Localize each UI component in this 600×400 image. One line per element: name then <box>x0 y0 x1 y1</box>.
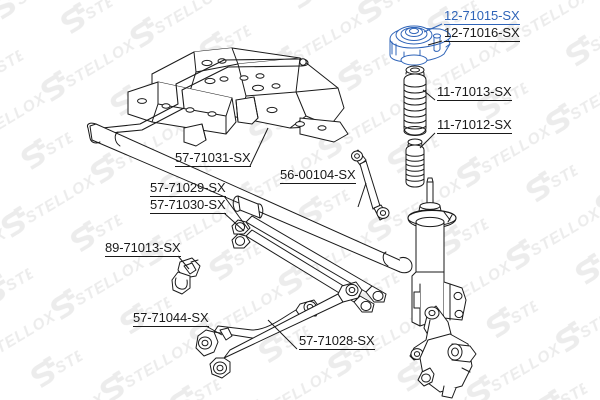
part-number-11-71013-sx[interactable]: 11-71013-SX <box>437 84 512 101</box>
part-number-57-71030-sx[interactable]: 57-71030-SX <box>150 197 226 214</box>
part-number-56-00104-sx[interactable]: 56-00104-SX <box>280 167 356 184</box>
part-number-57-71029-sx[interactable]: 57-71029-SX <box>150 180 226 197</box>
part-number-11-71012-sx[interactable]: 11-71012-SX <box>437 117 512 134</box>
part-number-57-71044-sx[interactable]: 57-71044-SX <box>133 310 209 327</box>
part-number-89-71013-sx[interactable]: 89-71013-SX <box>105 240 181 257</box>
part-number-57-71031-sx[interactable]: 57-71031-SX <box>175 150 251 167</box>
part-number-12-71016-sx[interactable]: 12-71016-SX <box>444 25 520 42</box>
part-number-57-71028-sx[interactable]: 57-71028-SX <box>299 333 375 350</box>
part-number-12-71015-sx[interactable]: 12-71015-SX <box>444 8 520 25</box>
